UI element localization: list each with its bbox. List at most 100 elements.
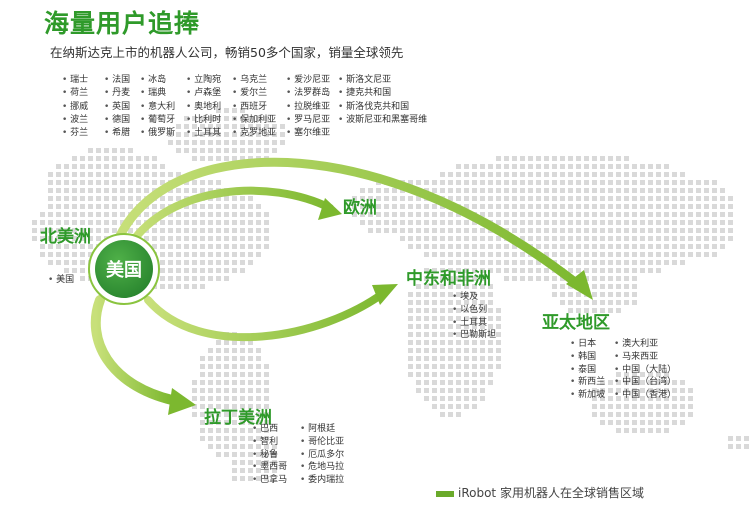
map-dot <box>208 180 213 185</box>
map-dot <box>640 220 645 225</box>
map-dot <box>704 212 709 217</box>
map-dot <box>160 228 165 233</box>
map-dot <box>704 244 709 249</box>
map-dot <box>64 196 69 201</box>
map-dot <box>608 204 613 209</box>
map-dot <box>672 260 677 265</box>
map-dot <box>512 172 517 177</box>
map-dot <box>432 276 437 281</box>
map-dot <box>592 188 597 193</box>
map-dot <box>480 244 485 249</box>
country-item: 韩国 <box>570 351 605 364</box>
map-dot <box>592 164 597 169</box>
map-dot <box>200 268 205 273</box>
map-dot <box>624 164 629 169</box>
map-dot <box>656 212 661 217</box>
map-dot <box>496 212 501 217</box>
map-dot <box>712 236 717 241</box>
map-dot <box>464 404 469 409</box>
map-dot <box>512 180 517 185</box>
map-dot <box>576 300 581 305</box>
map-dot <box>488 284 493 289</box>
map-dot <box>680 420 685 425</box>
map-dot <box>664 404 669 409</box>
map-dot <box>128 148 133 153</box>
map-dot <box>264 236 269 241</box>
map-dot <box>232 372 237 377</box>
map-dot <box>80 252 85 257</box>
map-dot <box>448 212 453 217</box>
map-dot <box>472 364 477 369</box>
map-dot <box>632 268 637 273</box>
map-dot <box>448 412 453 417</box>
map-dot <box>592 196 597 201</box>
map-dot <box>664 428 669 433</box>
map-dot <box>272 140 277 145</box>
map-dot <box>232 428 237 433</box>
map-dot <box>208 236 213 241</box>
map-dot <box>464 204 469 209</box>
map-dot <box>648 412 653 417</box>
map-dot <box>64 188 69 193</box>
map-dot <box>664 236 669 241</box>
map-dot <box>560 292 565 297</box>
map-dot <box>656 404 661 409</box>
map-dot <box>424 380 429 385</box>
map-dot <box>456 236 461 241</box>
country-item: 立陶宛 <box>186 74 221 87</box>
map-dot <box>448 172 453 177</box>
map-dot <box>648 204 653 209</box>
map-dot <box>440 316 445 321</box>
map-dot <box>208 372 213 377</box>
map-dot <box>544 276 549 281</box>
map-dot <box>232 140 237 145</box>
map-dot <box>608 396 613 401</box>
map-dot <box>448 188 453 193</box>
map-dot <box>544 212 549 217</box>
map-dot <box>632 300 637 305</box>
map-dot <box>504 220 509 225</box>
map-dot <box>384 188 389 193</box>
map-dot <box>144 188 149 193</box>
map-dot <box>424 340 429 345</box>
map-dot <box>440 172 445 177</box>
country-item: 新加坡 <box>570 389 605 402</box>
map-dot <box>160 268 165 273</box>
map-dot <box>224 212 229 217</box>
map-dot <box>80 268 85 273</box>
map-dot <box>424 252 429 257</box>
map-dot <box>192 396 197 401</box>
map-dot <box>488 252 493 257</box>
map-dot <box>216 228 221 233</box>
map-dot <box>576 260 581 265</box>
map-dot <box>200 396 205 401</box>
map-dot <box>64 164 69 169</box>
map-dot <box>488 236 493 241</box>
country-item: 美国 <box>48 274 74 287</box>
map-dot <box>72 180 77 185</box>
map-dot <box>112 228 117 233</box>
map-dot <box>504 204 509 209</box>
map-dot <box>488 188 493 193</box>
europe-country-column: 瑞士 荷兰 挪威 波兰 芬兰 <box>62 74 88 140</box>
map-dot <box>584 244 589 249</box>
map-dot <box>648 172 653 177</box>
map-dot <box>608 284 613 289</box>
map-dot <box>440 276 445 281</box>
map-dot <box>512 252 517 257</box>
map-dot <box>704 252 709 257</box>
country-item: 瑞士 <box>62 74 88 87</box>
map-dot <box>400 220 405 225</box>
map-dot <box>200 212 205 217</box>
map-dot <box>632 188 637 193</box>
map-dot <box>568 220 573 225</box>
map-dot <box>696 228 701 233</box>
map-dot <box>616 220 621 225</box>
map-dot <box>232 244 237 249</box>
map-dot <box>208 212 213 217</box>
map-dot <box>512 276 517 281</box>
map-dot <box>456 356 461 361</box>
map-dot <box>488 268 493 273</box>
map-dot <box>704 196 709 201</box>
map-dot <box>192 220 197 225</box>
